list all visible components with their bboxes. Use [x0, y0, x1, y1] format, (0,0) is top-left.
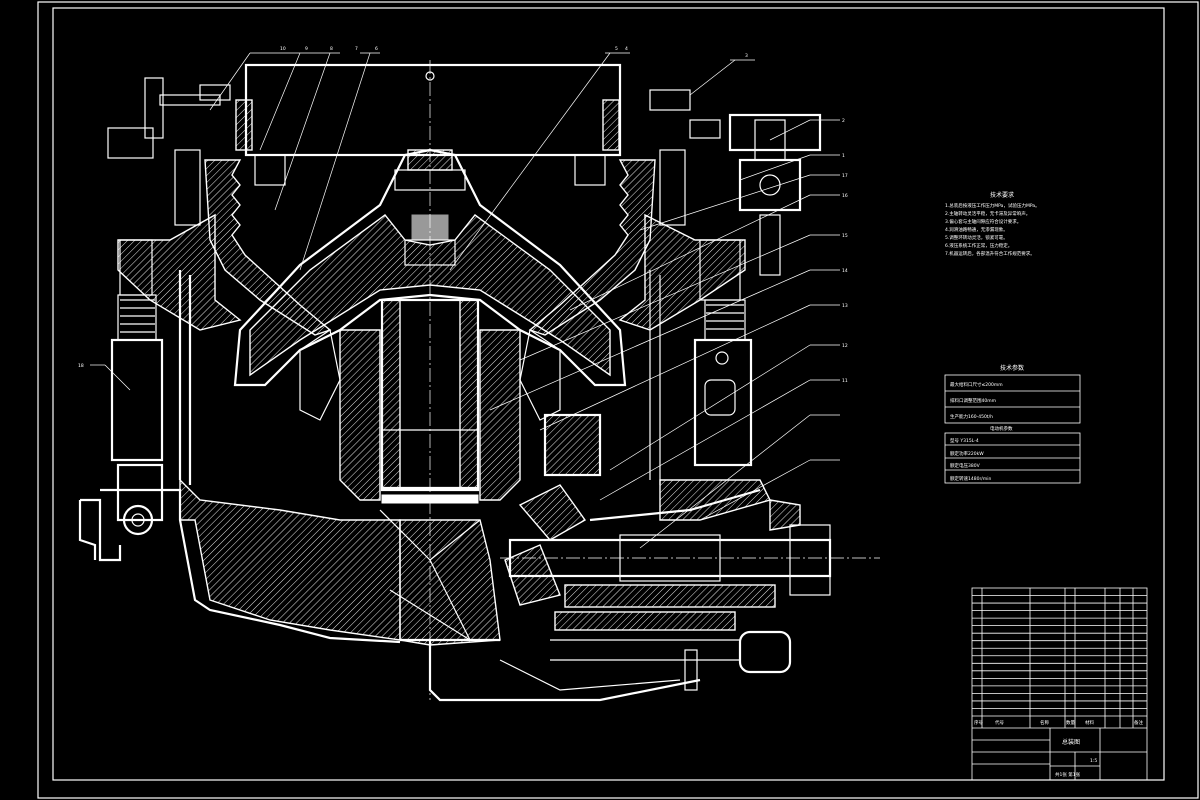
callout-numbers-right: 2 1 17 16 15 14 13 12 11	[842, 118, 848, 384]
callout-2: 2	[842, 118, 845, 124]
tech-req-7: 7.机器运转后，各部温升符合工作规范要求。	[945, 250, 1035, 257]
drawing-name: 总装图	[1062, 738, 1080, 746]
inner-frame	[52, 7, 1165, 781]
callout-leaders-top	[209, 52, 755, 271]
header-notes: 备注	[1134, 719, 1143, 726]
callout-8: 8	[330, 46, 333, 52]
motor-param-row-2: 额定功率220kW	[950, 450, 984, 457]
tech-spec-row-2: 排料口调整范围40mm	[950, 397, 996, 404]
callout-18: 18	[78, 363, 84, 369]
callout-7: 7	[355, 46, 358, 52]
parts-list-and-title-block: 序号 代号 名称 数量 材料 备注 总装图 1:5 共1张 第1张	[971, 587, 1148, 781]
technical-specs-table: 技术参数 最大给料口尺寸≤200mm 排料口调整范围40mm 生产能力160-4…	[944, 364, 1081, 484]
callout-12: 12	[842, 343, 848, 349]
callout-14: 14	[842, 268, 848, 274]
callout-9: 9	[305, 46, 308, 52]
header-name: 名称	[1040, 719, 1049, 726]
header-seq: 序号	[974, 719, 983, 726]
motor-param-row-4: 额定转速1480r/min	[950, 475, 991, 482]
callout-16: 16	[842, 193, 848, 199]
callout-10: 10	[280, 46, 286, 52]
motor-param-row-3: 额定电压380V	[950, 462, 981, 469]
callout-numbers-top: 10 9 8 7 6 5 4 3	[280, 46, 748, 59]
motor-params-title: 电动机参数	[990, 425, 1013, 432]
callout-3: 3	[745, 53, 748, 59]
callout-left: 18	[78, 363, 131, 391]
tech-req-4: 4.润滑油路畅通，无渗漏现象。	[945, 226, 1008, 233]
tech-spec-row-1: 最大给料口尺寸≤200mm	[950, 381, 1003, 388]
drawing-scale: 1:5	[1090, 758, 1097, 764]
tech-req-2: 2.主轴转动灵活平稳，无卡滞及异常响声。	[945, 210, 1030, 217]
sheet-info: 共1张 第1张	[1055, 771, 1081, 778]
tech-req-1: 1.总装后按液压工作压力MPa，试验压力MPa。	[945, 202, 1040, 209]
header-material: 材料	[1085, 719, 1094, 726]
tech-req-5: 5.调整环转动灵活，锁紧可靠。	[945, 234, 1008, 241]
header-qty: 数量	[1066, 719, 1075, 726]
tech-req-3: 3.偏心套与主轴间隙应符合设计要求。	[945, 218, 1021, 225]
callout-leaders-right	[489, 119, 840, 549]
callout-15: 15	[842, 233, 848, 239]
callout-6: 6	[375, 46, 378, 52]
motor-param-row-1: 型号 Y315L-4	[950, 437, 979, 444]
crusher-section-view	[78, 60, 880, 702]
outer-frame	[37, 1, 1199, 799]
tech-spec-title: 技术参数	[1000, 364, 1024, 372]
callout-17: 17	[842, 173, 848, 179]
callout-4: 4	[625, 46, 628, 52]
technical-requirements-block: 技术要求 1.总装后按液压工作压力MPa，试验压力MPa。 2.主轴转动灵活平稳…	[945, 191, 1040, 257]
tech-spec-row-3: 生产能力160-450t/h	[950, 413, 993, 420]
tech-req-6: 6.液压系统工作正常，压力稳定。	[945, 242, 1012, 249]
callout-5: 5	[615, 46, 618, 52]
callout-13: 13	[842, 303, 848, 309]
tech-req-title: 技术要求	[990, 191, 1014, 199]
callout-11: 11	[842, 378, 848, 384]
callout-1: 1	[842, 153, 845, 159]
header-code: 代号	[995, 719, 1004, 726]
